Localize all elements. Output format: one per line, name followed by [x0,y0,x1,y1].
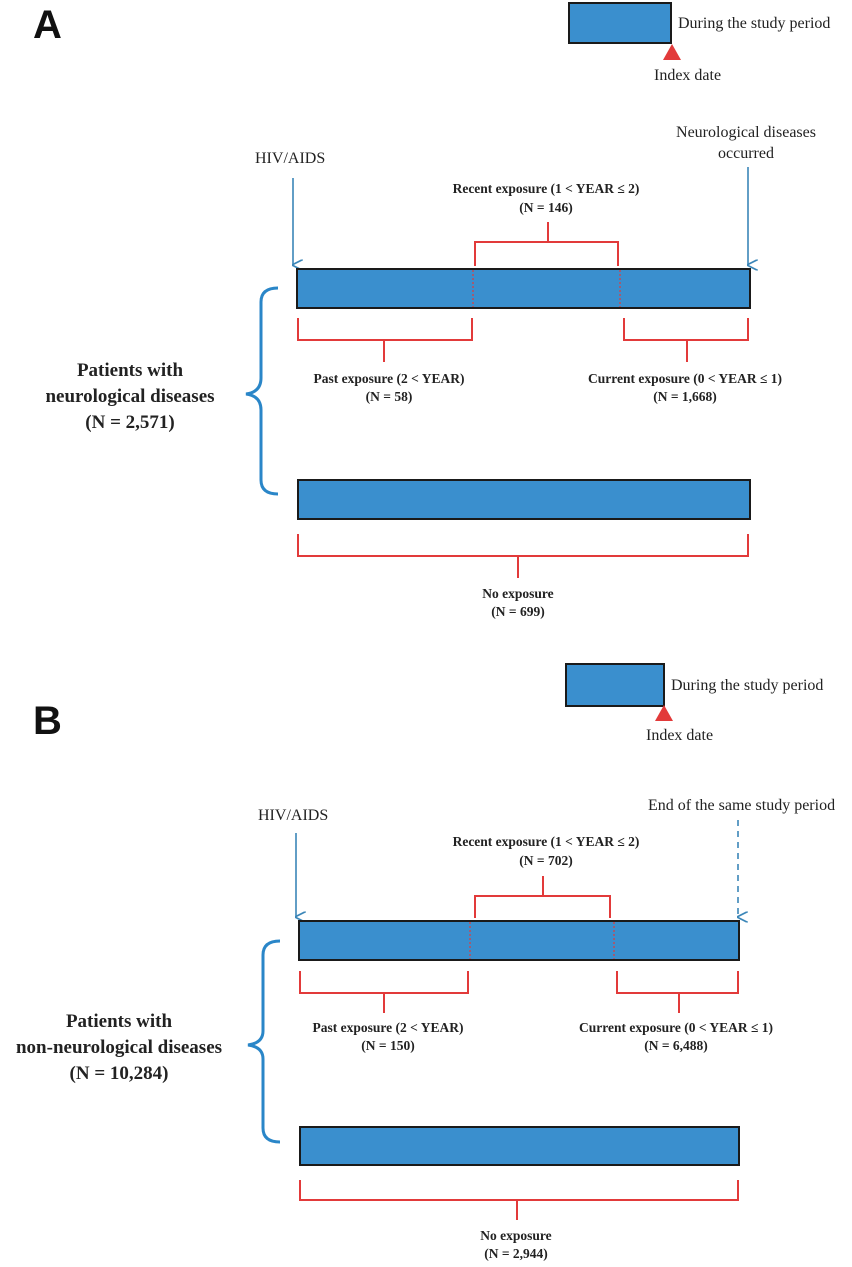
no-exposure-n: (N = 699) [491,604,544,619]
past-exposure-n: (N = 150) [361,1038,414,1053]
panel-a-legend: During the study period Index date [568,2,830,84]
legend-period-label: During the study period [671,677,823,694]
current-exposure-brace [623,318,749,362]
panel-b-legend: During the study period Index date [565,663,823,744]
legend-study-period-box [565,663,665,707]
past-exposure-label: Past exposure (2 < YEAR) [313,1020,464,1035]
past-exposure-brace [299,971,469,1013]
past-exposure-n: (N = 58) [366,389,413,404]
no-exposure-brace [297,534,749,578]
recent-exposure-n: (N = 702) [519,853,572,868]
exposure-timeline-bar [296,268,751,309]
start-label-hiv-aids: HIV/AIDS [258,807,328,824]
legend-study-period-box [568,2,672,44]
group-label-line1: Patients with [66,1011,173,1032]
current-exposure-brace [616,971,739,1013]
no-exposure-brace [299,1180,739,1220]
group-label-line2: neurological diseases [45,386,214,407]
group-label-line2: non-neurological diseases [16,1037,222,1058]
legend-period-label: During the study period [678,15,830,32]
current-exposure-label: Current exposure (0 < YEAR ≤ 1) [579,1020,773,1035]
panel-b-letter: B [33,699,62,743]
recent-exposure-label: Recent exposure (1 < YEAR ≤ 2) [453,181,640,196]
start-label-hiv-aids: HIV/AIDS [255,150,325,167]
no-exposure-label: No exposure [482,586,553,601]
group-label-line1: Patients with [77,360,184,381]
panel-a: A During the study period Index date HIV… [33,2,830,619]
end-label: End of the same study period [648,797,835,814]
recent-exposure-n: (N = 146) [519,200,572,215]
exposure-timeline-bar [298,920,740,961]
end-label-line1: Neurological diseases [676,124,816,141]
index-date-marker [663,44,681,60]
end-label-line2: occurred [718,145,774,162]
no-exposure-bar [297,479,751,520]
panel-b: B During the study period Index date HIV… [16,663,835,1261]
past-exposure-brace [297,318,473,362]
no-exposure-n: (N = 2,944) [484,1246,548,1261]
panel-a-letter: A [33,3,62,47]
past-exposure-label: Past exposure (2 < YEAR) [314,371,465,386]
group-brace [247,939,281,1144]
index-date-marker [655,705,673,721]
legend-index-label: Index date [646,727,713,744]
current-exposure-label: Current exposure (0 < YEAR ≤ 1) [588,371,782,386]
current-exposure-n: (N = 6,488) [644,1038,708,1053]
current-exposure-n: (N = 1,668) [653,389,717,404]
no-exposure-label: No exposure [480,1228,551,1243]
no-exposure-bar [299,1126,740,1166]
recent-exposure-brace [474,222,619,266]
group-brace [245,286,279,496]
recent-exposure-label: Recent exposure (1 < YEAR ≤ 2) [453,834,640,849]
group-n: (N = 10,284) [70,1063,169,1084]
recent-exposure-brace [474,876,611,918]
legend-index-label: Index date [654,67,721,84]
group-n: (N = 2,571) [85,412,174,433]
